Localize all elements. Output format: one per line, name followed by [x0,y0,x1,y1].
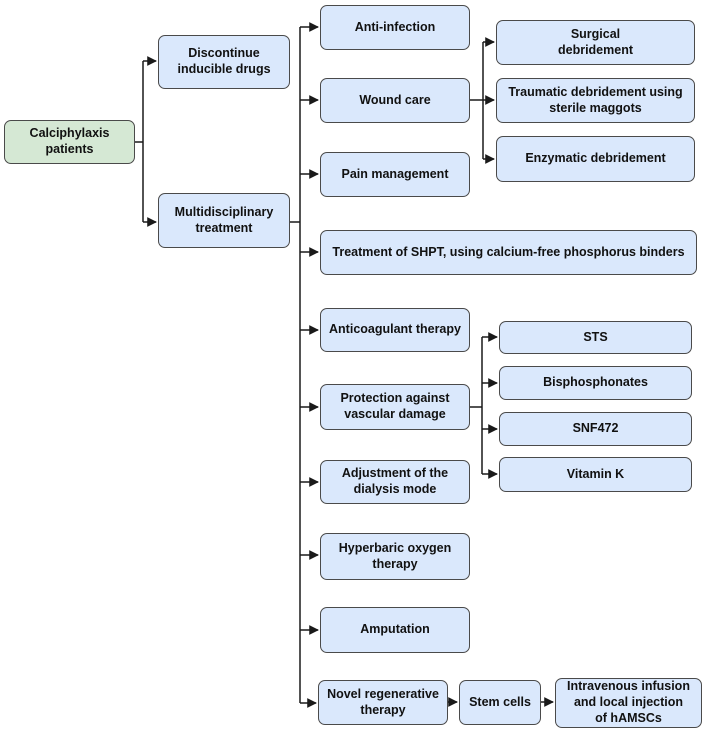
node-discontinue-inducible-drugs: Discontinue inducible drugs [158,35,290,89]
node-stem-cells: Stem cells [459,680,541,725]
node-surgical-debridement: Surgical debridement [496,20,695,65]
node-wound-care: Wound care [320,78,470,123]
node-bisphosphonates: Bisphosphonates [499,366,692,400]
node-calciphylaxis-patients: Calciphylaxis patients [4,120,135,164]
node-hyperbaric-oxygen-therapy: Hyperbaric oxygen therapy [320,533,470,580]
node-novel-regenerative-therapy: Novel regenerative therapy [318,680,448,725]
node-sts: STS [499,321,692,354]
node-protection-against-vascular-damage: Protection against vascular damage [320,384,470,430]
node-vitamin-k: Vitamin K [499,457,692,492]
node-amputation: Amputation [320,607,470,653]
node-snf472: SNF472 [499,412,692,446]
edge-protection-branch [470,337,483,474]
node-adjustment-of-dialysis-mode: Adjustment of the dialysis mode [320,460,470,504]
node-pain-management: Pain management [320,152,470,197]
node-intravenous-infusion-hamscs: Intravenous infusion and local injection… [555,678,702,728]
edge-main-trunk [290,27,301,703]
node-anticoagulant-therapy: Anticoagulant therapy [320,308,470,352]
edge-root-trunk [135,61,144,222]
node-multidisciplinary-treatment: Multidisciplinary treatment [158,193,290,248]
node-enzymatic-debridement: Enzymatic debridement [496,136,695,182]
node-traumatic-debridement: Traumatic debridement using sterile magg… [496,78,695,123]
node-treatment-of-shpt: Treatment of SHPT, using calcium-free ph… [320,230,697,275]
node-anti-infection: Anti-infection [320,5,470,50]
edge-wound-branch [470,42,484,159]
